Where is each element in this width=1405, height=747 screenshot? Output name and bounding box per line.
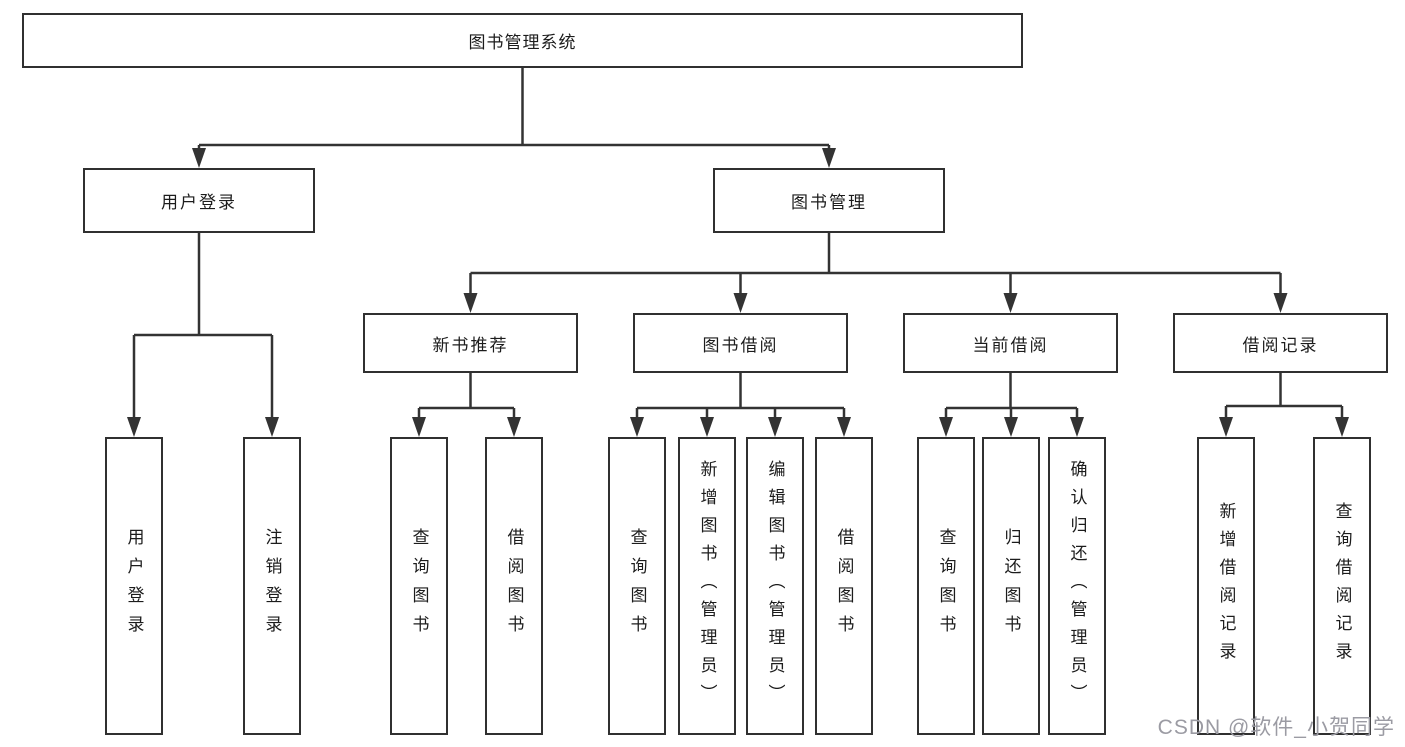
leaf-query-books-recommend: 查询图书 [390,437,448,735]
leaf-label: 查询借阅记录 [1332,502,1352,670]
node-current-borrow: 当前借阅 [903,313,1118,373]
node-label: 图书管理 [791,193,867,212]
leaf-confirm-return-admin: 确认归还（管理员） [1048,437,1106,735]
leaf-label: 注销登录 [262,528,282,644]
node-book-borrow: 图书借阅 [633,313,848,373]
leaf-edit-books-admin: 编辑图书（管理员） [746,437,804,735]
node-label: 用户登录 [161,193,237,212]
node-label: 当前借阅 [972,335,1049,355]
leaf-label: 借阅图书 [834,528,854,644]
node-label: 图书借阅 [702,335,779,355]
node-label: 图书管理系统 [468,33,577,52]
leaf-label: 归还图书 [1001,528,1021,644]
leaf-return-books: 归还图书 [982,437,1040,735]
leaf-query-borrow-record: 查询借阅记录 [1313,437,1371,735]
leaf-add-books-admin: 新增图书（管理员） [678,437,736,735]
leaf-label: 用户登录 [124,528,144,644]
leaf-label: 借阅图书 [504,528,524,644]
leaf-borrow-books: 借阅图书 [815,437,873,735]
leaf-borrow-books-recommend: 借阅图书 [485,437,543,735]
leaf-label: 新增图书（管理员） [697,460,717,712]
leaf-label: 确认归还（管理员） [1067,460,1087,712]
leaf-query-books-current: 查询图书 [917,437,975,735]
node-label: 新书推荐 [432,335,509,355]
leaf-label: 编辑图书（管理员） [765,460,785,712]
leaf-label: 查询图书 [936,528,956,644]
leaf-user-login: 用户登录 [105,437,163,735]
node-label: 借阅记录 [1242,335,1319,355]
node-root-library-system: 图书管理系统 [22,13,1023,68]
leaf-label: 查询图书 [627,528,647,644]
leaf-label: 新增借阅记录 [1216,502,1236,670]
node-new-book-recommend: 新书推荐 [363,313,578,373]
leaf-query-books-borrow: 查询图书 [608,437,666,735]
leaf-add-borrow-record: 新增借阅记录 [1197,437,1255,735]
leaf-logout: 注销登录 [243,437,301,735]
node-user-login: 用户登录 [83,168,315,233]
node-borrow-records: 借阅记录 [1173,313,1388,373]
leaf-label: 查询图书 [409,528,429,644]
node-book-management: 图书管理 [713,168,945,233]
csdn-watermark: CSDN @软件_小贺同学 [1157,716,1395,739]
